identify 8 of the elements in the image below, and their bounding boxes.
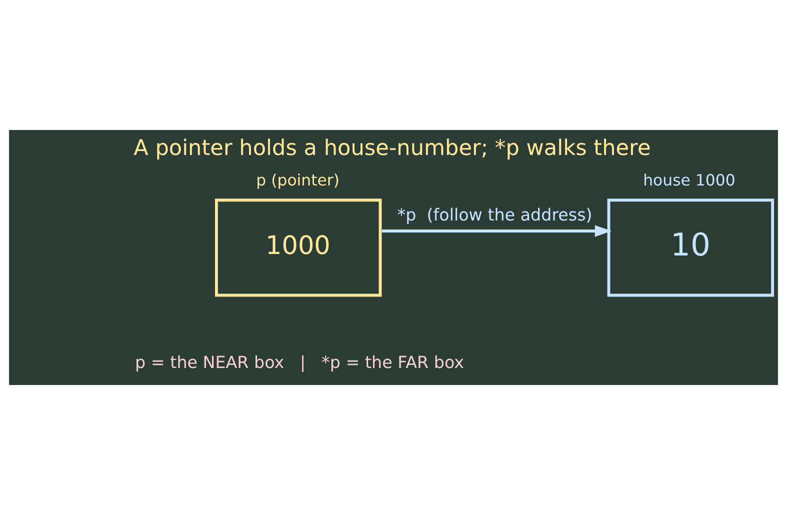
arrow: [382, 224, 612, 236]
diagram-title: A pointer holds a house-number; *p walks there: [134, 136, 651, 161]
label: p = the NEAR box | *p = the FAR box: [135, 352, 464, 372]
node-label: p (pointer): [256, 170, 340, 190]
edge-label: *p (follow the address): [397, 204, 592, 224]
node-box: 1000: [215, 198, 382, 296]
node-label: house 1000: [643, 170, 736, 190]
node-box: 10: [607, 198, 774, 296]
